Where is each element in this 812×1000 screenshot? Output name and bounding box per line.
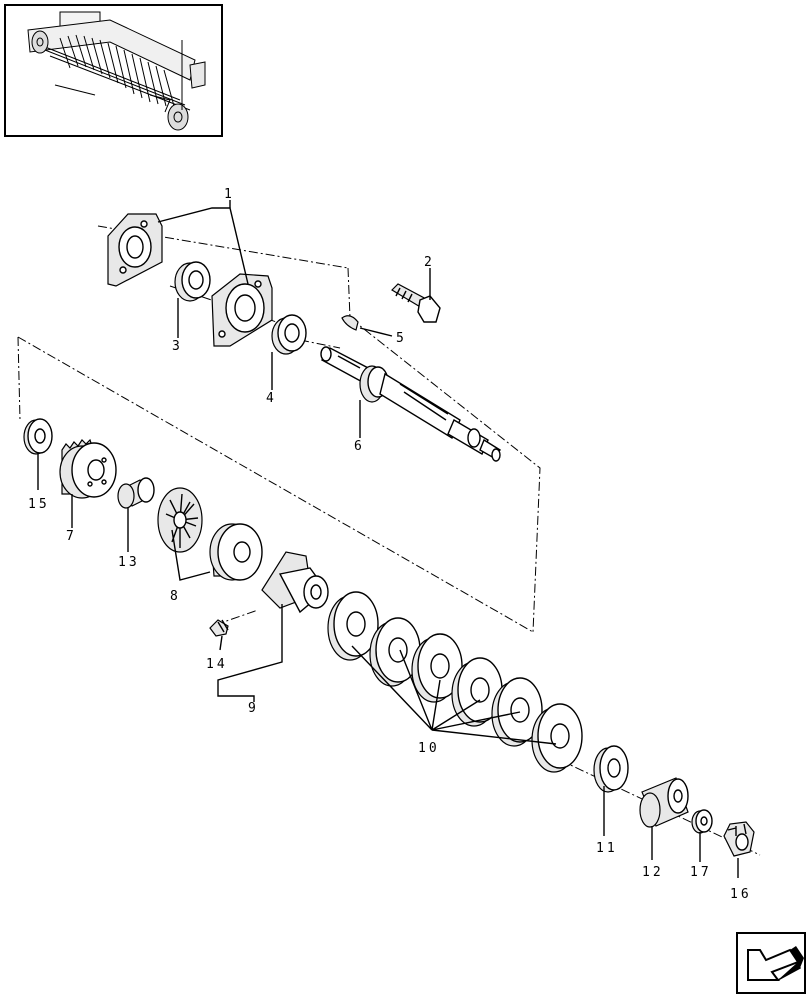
part-13-bushing: [117, 477, 155, 509]
part-7-sprocket: [59, 438, 117, 499]
callout-15: 15: [28, 497, 50, 512]
part-14-grease-fitting: [209, 619, 229, 637]
next-page-arrow-icon[interactable]: [736, 932, 806, 994]
part-12-spacer-sleeve: [639, 777, 689, 828]
part-16-castle-nut: [723, 821, 755, 857]
callout-17: 17: [690, 865, 712, 880]
baler-pickup-thumbnail: [4, 4, 223, 137]
callout-4: 4: [266, 391, 277, 406]
part-10-friction-disks: [327, 591, 583, 773]
callout-9: 9: [248, 701, 259, 716]
callout-7: 7: [66, 529, 77, 544]
callout-3: 3: [172, 339, 183, 354]
callout-11: 11: [596, 841, 618, 856]
callout-14: 14: [206, 657, 228, 672]
part-1-bearing-flange-inner: [211, 273, 273, 347]
part-15-washer: [23, 418, 53, 455]
callout-labels: 1 2 3 4 5 6 7 8 9 10 11 12 13 14 15 16 1…: [28, 187, 752, 902]
part-8-bevel-gear-left: [157, 487, 203, 553]
callout-5: 5: [396, 331, 407, 346]
callout-8: 8: [170, 589, 181, 604]
callout-12: 12: [642, 865, 664, 880]
part-4-spacer-ring: [271, 314, 307, 355]
part-5-woodruff-key: [341, 315, 359, 331]
callout-16: 16: [730, 887, 752, 902]
callout-1: 1: [224, 187, 235, 202]
part-8-bevel-gear-right: [209, 523, 263, 581]
callout-10: 10: [418, 741, 440, 756]
leader-lines: [37, 200, 739, 878]
callout-2: 2: [424, 255, 435, 270]
part-17-washer: [691, 809, 713, 834]
callout-13: 13: [118, 555, 140, 570]
callout-6: 6: [354, 439, 365, 454]
part-1-bearing-flange-outer: [107, 213, 163, 287]
part-11-washer: [593, 745, 629, 793]
part-3-bearing: [174, 261, 211, 302]
part-2-bolt: [391, 283, 441, 323]
assembly-centerlines: [17, 225, 761, 856]
part-6-shaft: [320, 346, 502, 462]
part-9-hub: [261, 551, 329, 614]
